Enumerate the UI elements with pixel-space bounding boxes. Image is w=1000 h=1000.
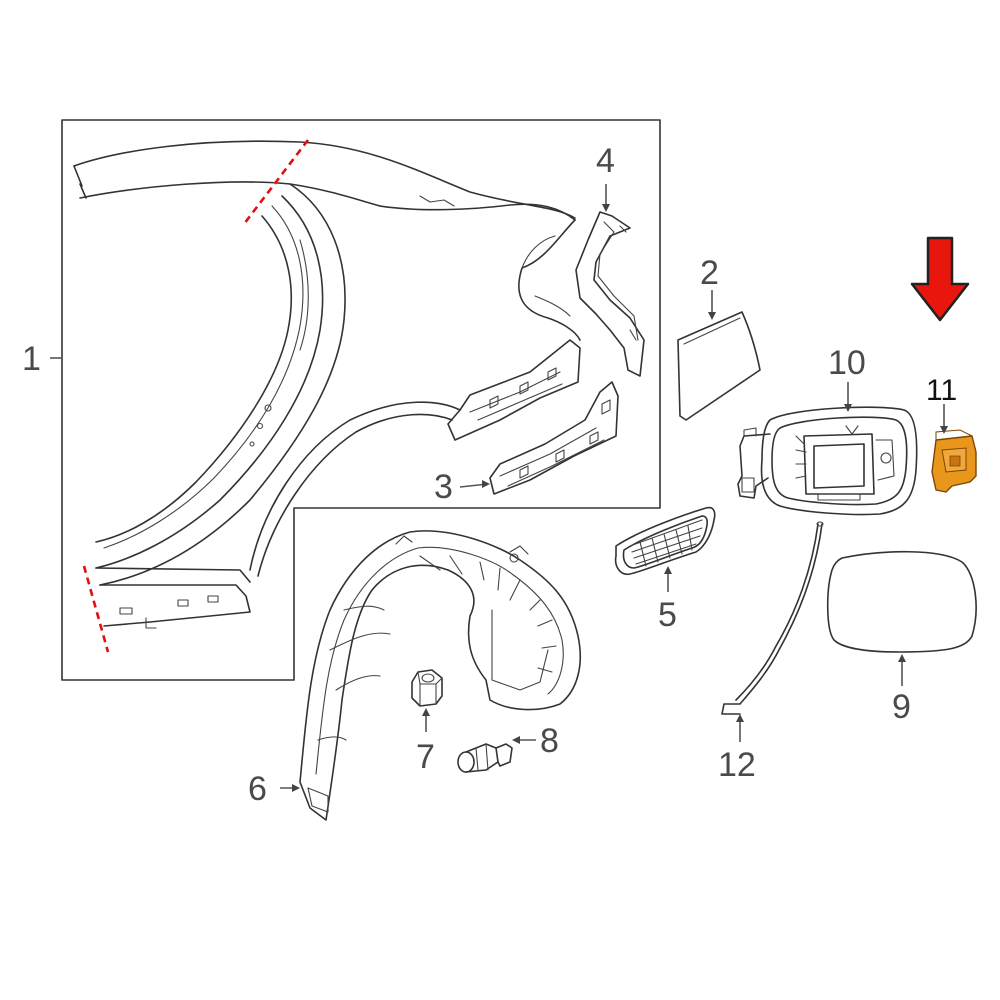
vent-grille[interactable] bbox=[614, 506, 716, 576]
nut[interactable] bbox=[411, 669, 443, 707]
callout-6: 6 bbox=[248, 770, 267, 808]
callout-7: 7 bbox=[416, 738, 435, 776]
down-arrow-icon bbox=[910, 236, 970, 322]
housing-bracket[interactable] bbox=[931, 429, 977, 493]
callout-10: 10 bbox=[828, 344, 866, 382]
push-pin-clip[interactable] bbox=[457, 743, 513, 773]
wheel-liner[interactable] bbox=[299, 530, 582, 821]
trim-piece[interactable] bbox=[677, 311, 761, 421]
leader-arrowheads bbox=[292, 204, 948, 792]
callout-5: 5 bbox=[658, 596, 677, 634]
callout-9: 9 bbox=[892, 688, 911, 726]
callout-3: 3 bbox=[434, 468, 453, 506]
callout-11: 11 bbox=[926, 374, 957, 407]
lower-reinforcement[interactable] bbox=[489, 381, 619, 495]
callout-4: 4 bbox=[596, 142, 615, 180]
fuel-filler-housing[interactable] bbox=[737, 406, 918, 516]
callout-1: 1 bbox=[22, 340, 41, 378]
quarter-panel[interactable] bbox=[73, 140, 581, 629]
upper-bracket[interactable] bbox=[575, 211, 645, 377]
callout-2: 2 bbox=[700, 254, 719, 292]
group-frame bbox=[61, 119, 661, 681]
cut-line-sill bbox=[82, 565, 110, 653]
fuel-door[interactable] bbox=[826, 550, 977, 653]
callout-12: 12 bbox=[718, 746, 756, 784]
callout-8: 8 bbox=[540, 722, 559, 760]
release-rod[interactable] bbox=[721, 521, 824, 715]
cut-line-roof bbox=[242, 139, 310, 225]
